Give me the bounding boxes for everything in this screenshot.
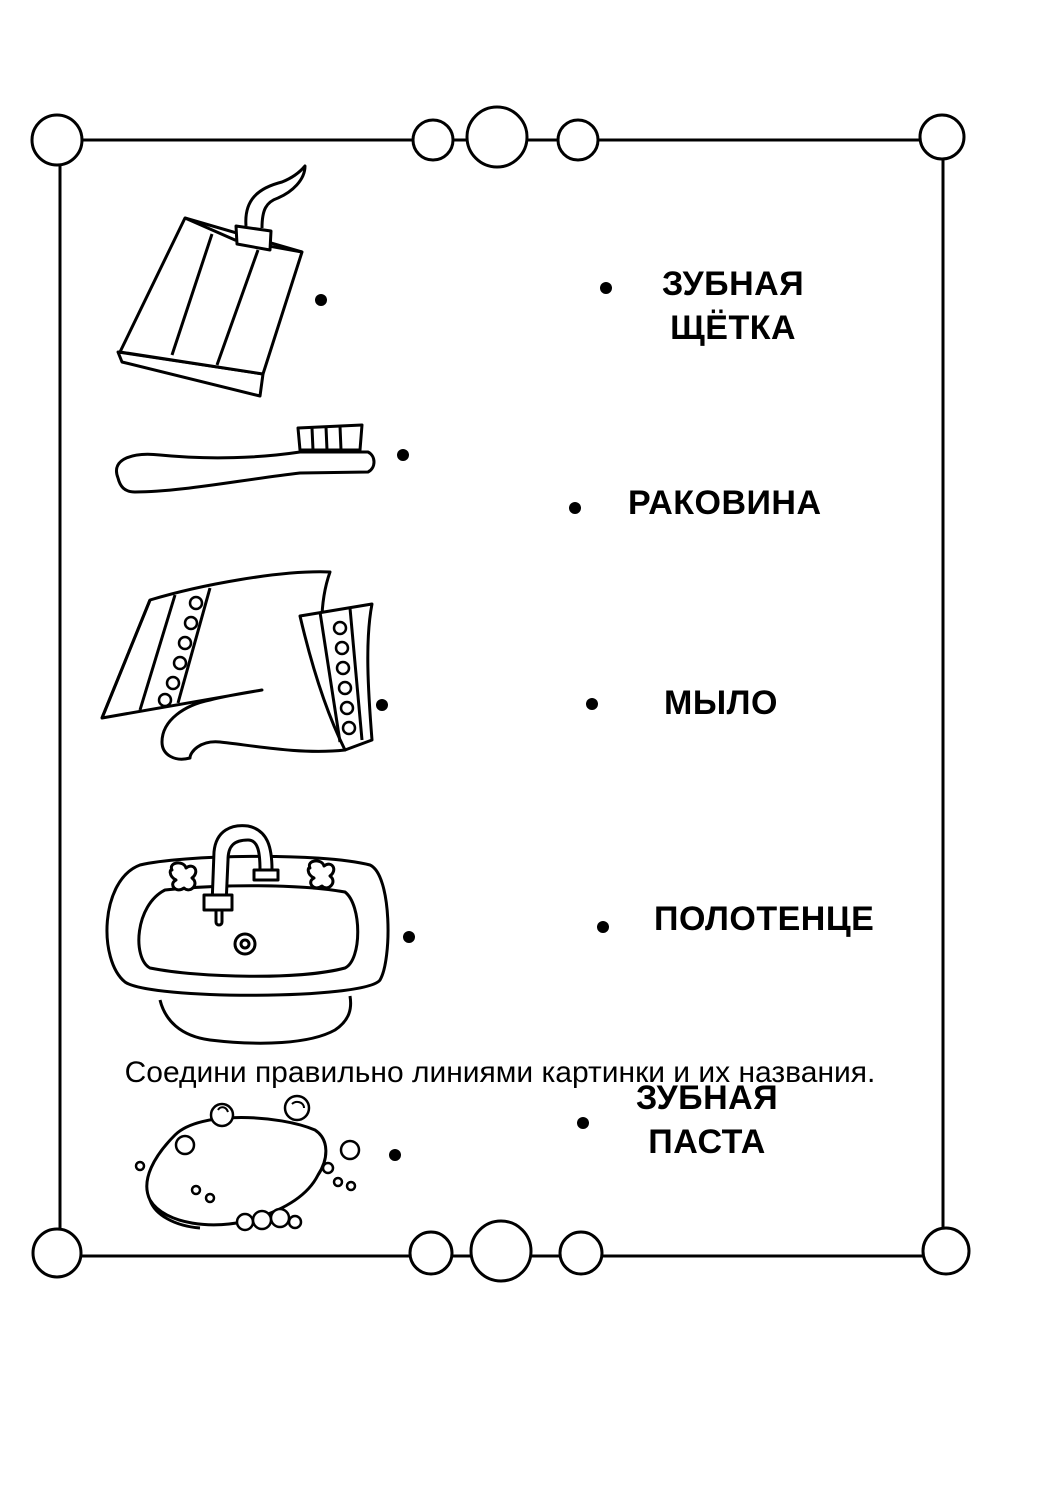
word-label-5-line1: ЗУБНАЯ — [636, 1079, 779, 1117]
picture-dot-toothpaste[interactable] — [315, 294, 327, 306]
towel-picture — [100, 570, 374, 761]
word-label-2: РАКОВИНА — [628, 481, 822, 525]
word-dot-1[interactable] — [600, 282, 612, 294]
word-dot-3[interactable] — [586, 698, 598, 710]
word-label-5-line2: ПАСТА — [648, 1123, 766, 1161]
word-dot-2[interactable] — [569, 502, 581, 514]
word-dot-5[interactable] — [577, 1117, 589, 1129]
picture-dot-sink[interactable] — [403, 931, 415, 943]
word-dot-4[interactable] — [597, 921, 609, 933]
word-label-2-line1: РАКОВИНА — [628, 484, 822, 522]
word-label-3-line1: МЫЛО — [664, 684, 778, 722]
word-label-1: ЗУБНАЯ ЩЁТКА — [662, 262, 804, 350]
sink-picture — [105, 824, 390, 1045]
soap-picture — [134, 1094, 361, 1232]
toothbrush-picture — [115, 423, 376, 494]
word-label-1-line2: ЩЁТКА — [670, 309, 797, 347]
word-label-3: МЫЛО — [664, 681, 778, 725]
decorative-frame — [30, 105, 971, 1283]
word-label-5: ЗУБНАЯ ПАСТА — [636, 1076, 778, 1164]
word-label-4: ПОЛОТЕНЦЕ — [654, 897, 874, 941]
picture-dot-toothbrush[interactable] — [397, 449, 409, 461]
word-label-1-line1: ЗУБНАЯ — [662, 265, 805, 303]
picture-dot-towel[interactable] — [376, 699, 388, 711]
picture-dot-soap[interactable] — [389, 1149, 401, 1161]
toothpaste-tube-picture — [116, 164, 307, 398]
word-label-4-line1: ПОЛОТЕНЦЕ — [654, 900, 875, 938]
instruction-text: Соедини правильно линиями картинки и их … — [124, 1056, 876, 1089]
